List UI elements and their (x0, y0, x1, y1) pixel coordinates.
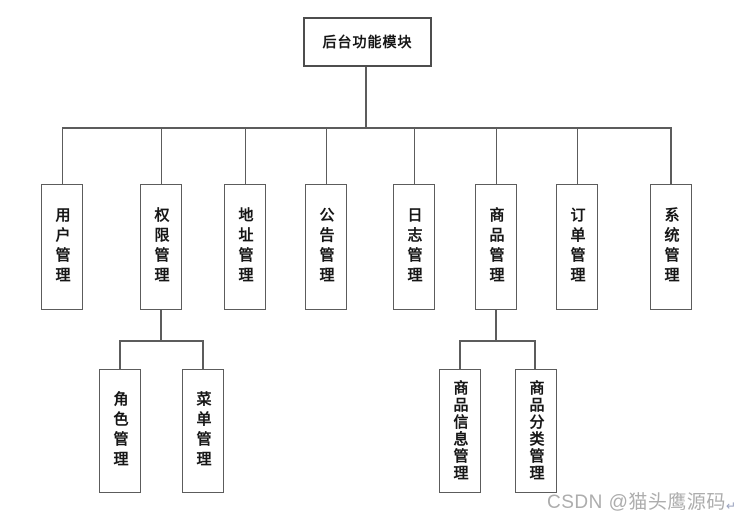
diagram-node-label: 公告管理 (317, 207, 335, 287)
connector-product-bus (459, 340, 536, 342)
connector-drop-permissions (160, 127, 162, 184)
connector-drop-announcement (325, 127, 327, 184)
diagram-node-label: 角色管理 (111, 391, 129, 471)
connector-drop-orders (576, 127, 578, 184)
connector-root-stem (365, 67, 367, 128)
connector-permission-stem (159, 310, 162, 341)
diagram-node-label: 商品管理 (487, 207, 505, 287)
diagram-node-role-management: 角色管理 (99, 369, 141, 493)
connector-drop-logs (413, 127, 415, 184)
diagram-node-label: 菜单管理 (194, 391, 212, 471)
diagram-node-product-management: 商品管理 (475, 184, 517, 310)
diagram-node-permission-management: 权限管理 (140, 184, 182, 310)
diagram-node-label: 地址管理 (236, 207, 254, 287)
connector-drop-product-info (459, 340, 461, 369)
diagram-node-label: 商品信息管理 (451, 380, 469, 482)
diagram-node-log-management: 日志管理 (393, 184, 435, 310)
connector-drop-product-category (534, 340, 536, 369)
connector-drop-role (119, 340, 121, 369)
diagram-node-user-management: 用户管理 (41, 184, 83, 310)
diagram-node-announcement-management: 公告管理 (305, 184, 347, 310)
connector-permission-bus (119, 340, 204, 342)
diagram-node-label: 系统管理 (662, 207, 680, 287)
diagram-node-product-category-management: 商品分类管理 (515, 369, 557, 493)
csdn-watermark-text: CSDN @猫头鹰源码 (547, 492, 726, 513)
connector-product-stem (495, 310, 498, 341)
diagram-node-label: 用户管理 (53, 207, 71, 287)
connector-drop-users (61, 127, 63, 184)
return-symbol-icon: ↵ (725, 499, 735, 513)
connector-drop-products (495, 127, 497, 184)
connector-level1-bus (61, 127, 672, 129)
diagram-node-root: 后台功能模块 (303, 17, 432, 67)
diagram-node-label: 订单管理 (568, 207, 586, 287)
connector-drop-system (670, 127, 672, 184)
diagram-node-label: 日志管理 (405, 207, 423, 287)
diagram-node-product-info-management: 商品信息管理 (439, 369, 481, 493)
connector-drop-menu (202, 340, 204, 369)
diagram-node-system-management: 系统管理 (650, 184, 692, 310)
diagram-node-address-management: 地址管理 (224, 184, 266, 310)
diagram-node-root-label: 后台功能模块 (322, 34, 413, 50)
connector-drop-address (244, 127, 246, 184)
diagram-node-label: 商品分类管理 (527, 380, 545, 482)
diagram-node-order-management: 订单管理 (556, 184, 598, 310)
diagram-node-menu-management: 菜单管理 (182, 369, 224, 493)
diagram-node-label: 权限管理 (152, 207, 170, 287)
csdn-watermark: CSDN @猫头鹰源码↵ (547, 487, 735, 514)
